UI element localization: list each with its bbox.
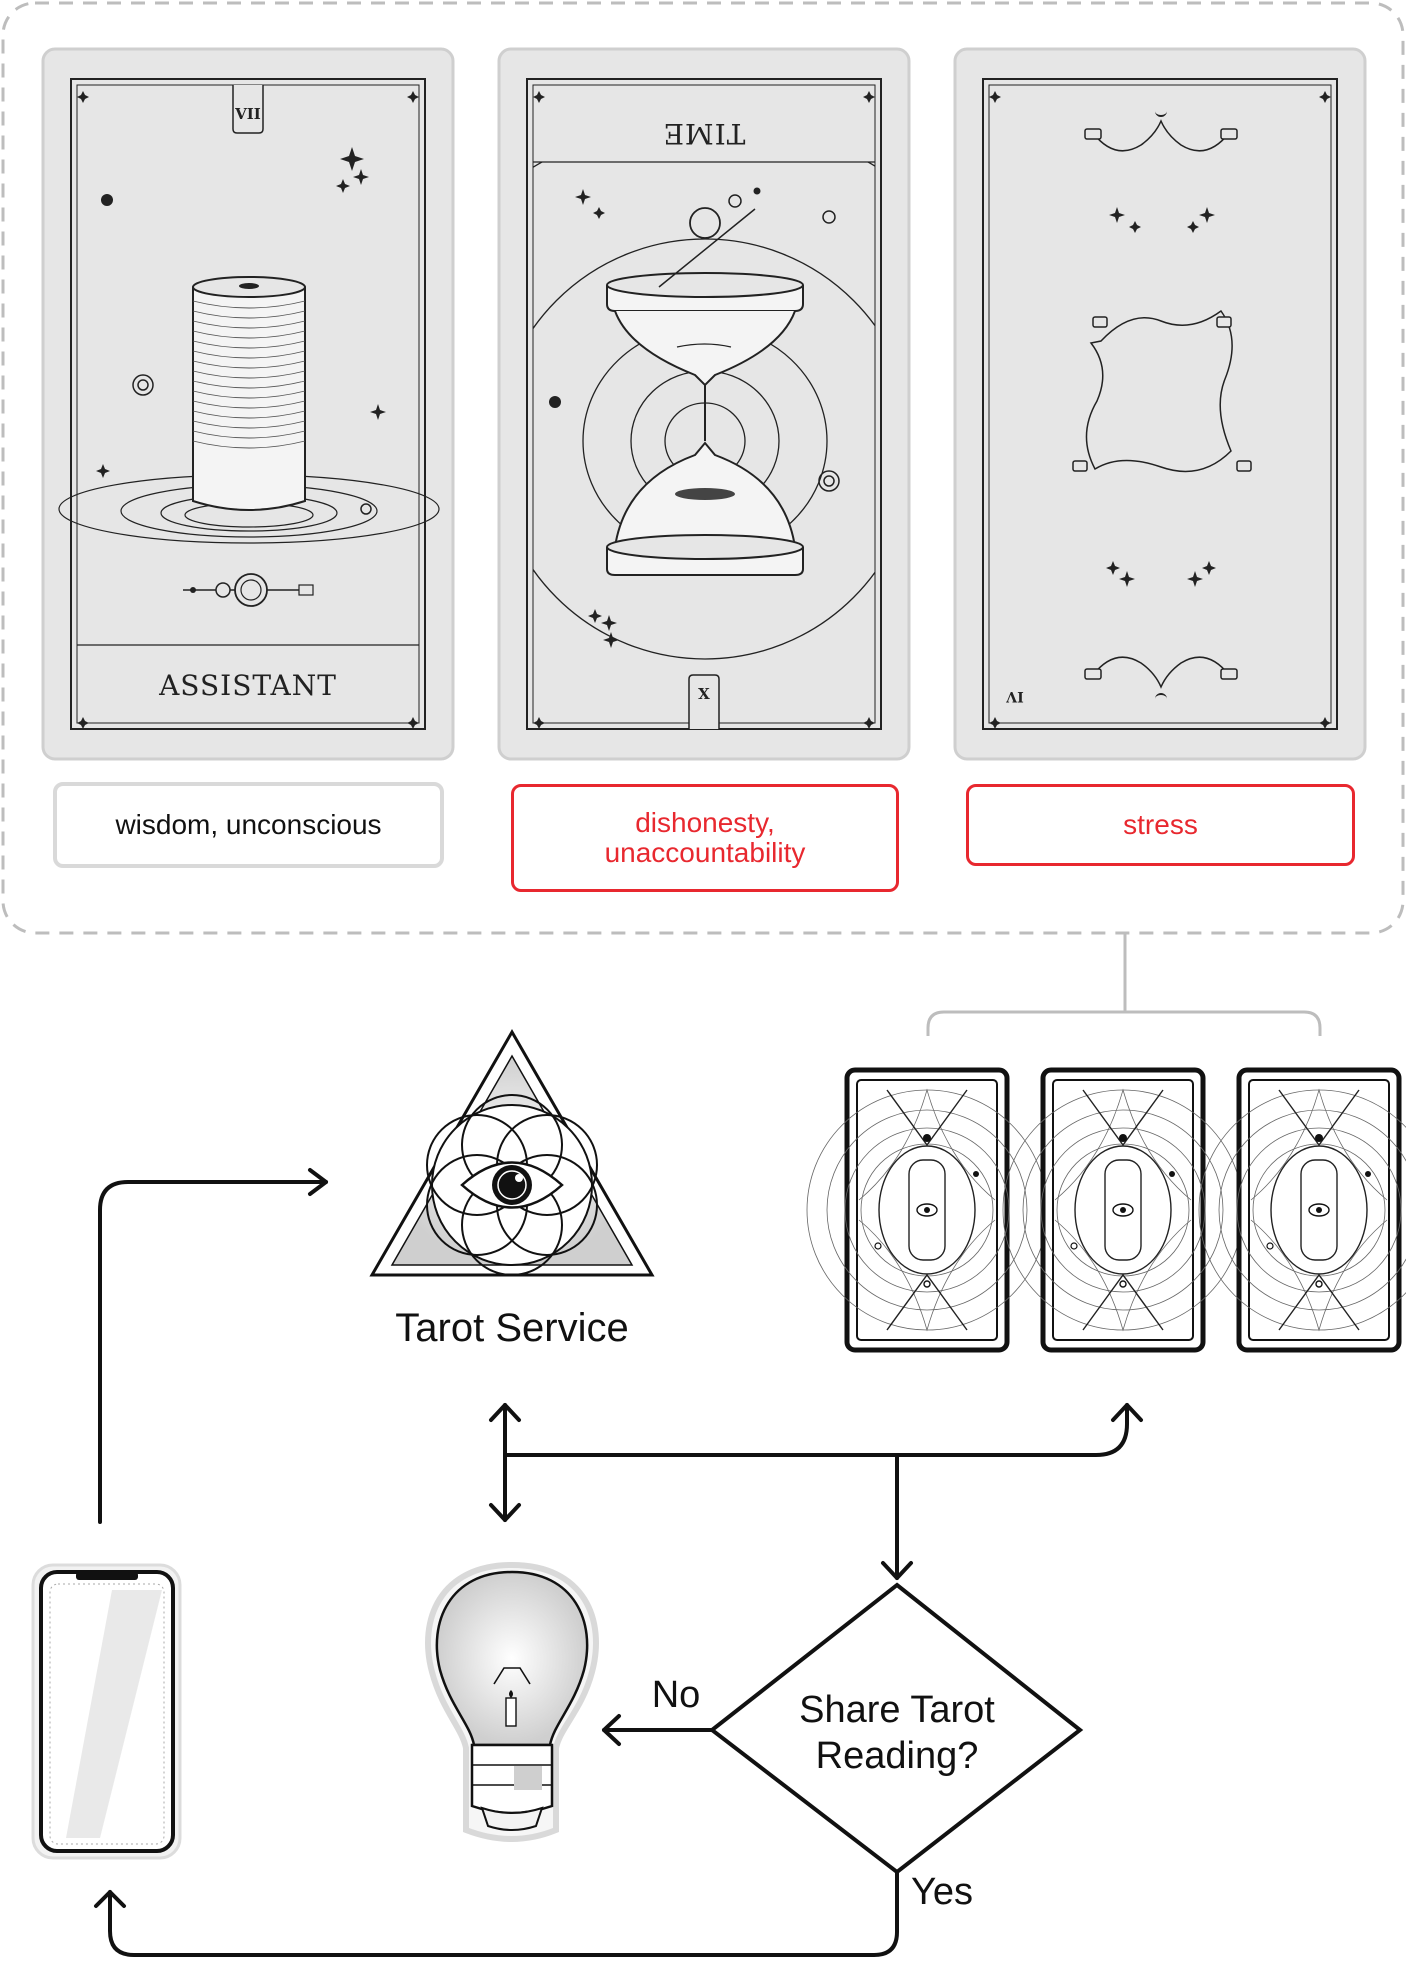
tarot-card-assistant: VII ASSISTANT [41,47,455,761]
card-meaning-text: dishonesty, unaccountability [604,806,806,868]
tarot-card-back-2 [1003,1070,1243,1350]
arrowhead [602,1714,621,1746]
decision-question-line2: Reading? [816,1735,979,1777]
arrowhead [489,1403,521,1422]
spread-bracket [926,933,1322,1036]
tarot-card-time: X TIME [497,47,911,761]
card-numeral: IV [1005,688,1024,704]
arrowhead [489,1503,521,1522]
arrowhead [881,1561,913,1580]
card-meaning-text: stress [1123,808,1198,840]
tarot-card-back-3 [1199,1070,1406,1350]
card-numeral: X [698,685,710,703]
tarot-card-four: IV [953,47,1367,761]
arrowhead [94,1890,126,1908]
all-seeing-eye-triangle-icon [369,1028,655,1277]
decision-question-line1: Share Tarot [799,1689,995,1731]
card-meaning-label-1: wisdom, unconscious [53,782,444,868]
smartphone-icon [31,1563,182,1860]
arrowhead [1111,1403,1143,1422]
decision-no-label: No [652,1674,701,1716]
decision-yes-label: Yes [911,1871,973,1913]
card-meaning-label-3: stress [966,784,1355,866]
card-title: TIME [663,117,746,150]
flow-arrow-to-deck [503,1403,1129,1457]
light-bulb-icon [425,1561,599,1842]
card-meaning-text: wisdom, unconscious [115,808,382,840]
arrowhead [308,1168,328,1196]
card-title: ASSISTANT [158,669,337,702]
flow-arrow-yes [108,1870,899,1957]
card-meaning-label-2: dishonesty, unaccountability [511,784,899,892]
card-numeral: VII [234,105,261,123]
tarot-card-back-1 [806,1067,1048,1353]
flow-arrow-phone-to-service [98,1180,328,1524]
tarot-service-label: Tarot Service [395,1306,628,1350]
